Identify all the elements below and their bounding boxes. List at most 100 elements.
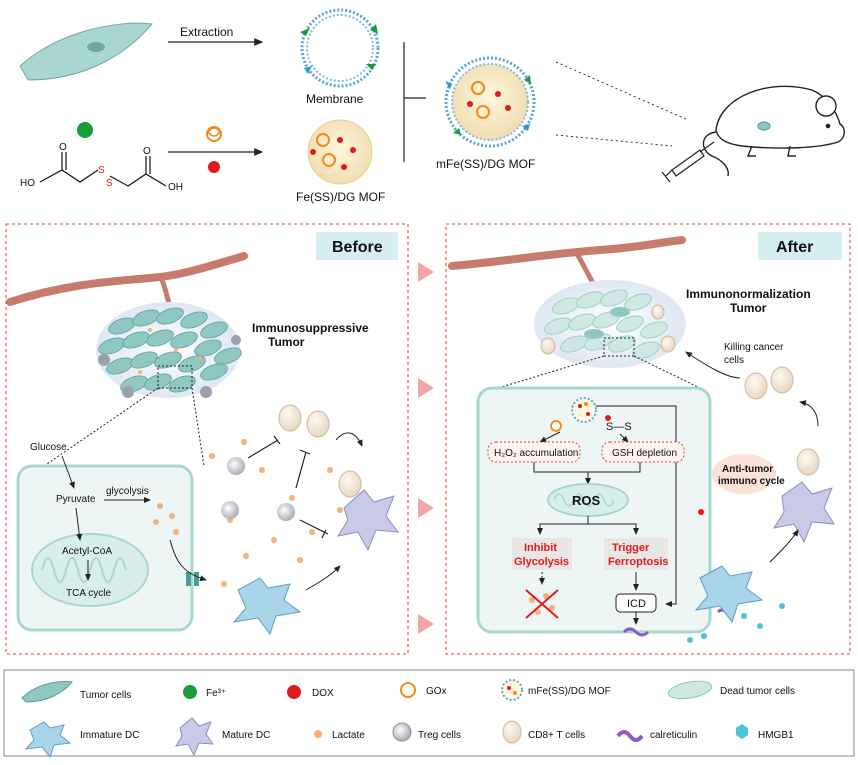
acid-ho: HO <box>20 178 35 189</box>
transition-arrows <box>418 262 434 634</box>
legend-gox: GOx <box>426 686 447 697</box>
after-cd8-cells <box>744 366 820 476</box>
acid-s1: S <box>98 165 105 176</box>
before-tumor-label-1: Immunosuppressive <box>252 321 369 335</box>
before-cycle-arrow <box>335 432 363 447</box>
legend-lactate-icon <box>314 730 322 738</box>
ros-to-trigger-arrow <box>588 523 639 535</box>
legend-cd8: CD8+ T cells <box>528 730 585 741</box>
after-panel: After <box>445 223 851 655</box>
source-tumor-cell <box>19 22 153 81</box>
before-tumor-mass <box>96 302 242 398</box>
acid-o1: O <box>59 142 67 153</box>
before-dc-maturation-arrow <box>305 565 341 591</box>
legend-gox-icon <box>400 682 416 698</box>
coated-mof-label: mFe(SS)/DG MOF <box>436 157 535 171</box>
before-inhibition-lines <box>247 435 329 539</box>
immuno-cycle-bubble <box>712 454 776 494</box>
acetyl-label: Acetyl-CoA <box>62 546 112 557</box>
after-tumor-mass <box>534 280 686 368</box>
coated-mof <box>444 56 536 148</box>
legend-dox: DOX <box>312 688 334 699</box>
legend-immature-dc: Immature DC <box>80 730 139 741</box>
mof-core-label: Fe(SS)/DG MOF <box>296 190 385 204</box>
legend-hmgb1-icon <box>736 724 748 739</box>
zoom-line-top <box>555 61 689 121</box>
trigger-box <box>604 538 668 570</box>
glucose-label: Glucose <box>30 442 67 453</box>
legend-tumor-cells: Tumor cells <box>80 690 131 701</box>
before-badge-bg <box>316 232 398 260</box>
disulfide-acid-structure <box>39 152 167 187</box>
before-blood-vessel <box>6 252 248 306</box>
after-hmgb1 <box>687 603 785 643</box>
zoom-line-bottom <box>555 134 673 147</box>
after-immature-dc <box>694 565 764 624</box>
cycle-label-2: immuno cycle <box>718 476 785 487</box>
mof-core <box>307 119 373 185</box>
legend-tumor-cells-icon <box>21 681 73 703</box>
glycolysis-label: glycolysis <box>106 486 149 497</box>
legend-fe-icon <box>183 685 197 699</box>
extraction-label: Extraction <box>180 25 233 39</box>
ros-mitochondria <box>547 483 629 517</box>
gox-reagent-icon <box>206 126 222 142</box>
before-mature-dc <box>336 489 400 552</box>
combine-bracket <box>403 42 426 162</box>
trigger-label-1: Trigger <box>612 542 650 554</box>
top-section: Extraction Membrane HO O S S O OH <box>19 8 845 204</box>
dox-to-icd-arrow <box>596 405 677 607</box>
legend-mature-dc: Mature DC <box>222 730 270 741</box>
acid-s2: S <box>106 178 113 189</box>
after-tumor-label-1: Immunonormalization <box>686 287 811 301</box>
fe-dox-dot-after <box>605 415 611 421</box>
before-panel: Before <box>5 223 409 655</box>
membrane-vesicle <box>300 8 380 88</box>
killing-label-2: cells <box>724 355 744 366</box>
inhibit-label-1: Inhibit <box>524 542 557 554</box>
ros-to-inhibit-arrow <box>537 516 589 535</box>
legend-hmgb1: HMGB1 <box>758 730 794 741</box>
acid-oh: OH <box>168 182 183 193</box>
after-zoom-line-l <box>497 355 605 389</box>
tca-label: TCA cycle <box>66 588 111 599</box>
legend-lactate: Lactate <box>332 730 365 741</box>
legend-calreticulin-icon <box>616 730 644 742</box>
legend-treg: Treg cells <box>418 730 461 741</box>
membrane-label: Membrane <box>306 92 364 106</box>
before-badge: Before <box>332 239 383 256</box>
after-badge-bg <box>758 232 842 260</box>
after-zoom-line-r <box>633 355 701 389</box>
legend-calreticulin: calreticulin <box>650 730 697 741</box>
after-mature-dc <box>772 481 835 544</box>
legend-cd8-icon <box>502 720 522 744</box>
legend-treg-icon <box>392 722 412 742</box>
legend-dead-cell-icon <box>667 680 713 700</box>
mof-particle-icon <box>571 397 597 423</box>
gox-icon-after <box>550 420 562 432</box>
pyruvate-down-arrow <box>75 507 83 541</box>
before-zoom-line-l <box>43 387 159 467</box>
legend-fe: Fe³⁺ <box>206 688 226 699</box>
dox-reagent <box>208 161 220 173</box>
lactate-export-arrow <box>169 539 207 582</box>
killing-label-1: Killing cancer <box>724 342 784 353</box>
acid-o2: O <box>143 146 151 157</box>
icd-label: ICD <box>627 598 646 610</box>
killing-arrow <box>685 351 741 379</box>
gsh-label: GSH depletion <box>612 448 677 459</box>
syringe-icon <box>661 141 715 183</box>
legend-mof-icon <box>501 679 523 701</box>
lactate-cluster-inside <box>153 503 179 535</box>
inhibit-label-2: Glycolysis <box>514 556 569 568</box>
after-blood-vessel <box>448 236 686 270</box>
ros-label: ROS <box>572 493 601 508</box>
legend-mature-dc-icon <box>175 717 215 757</box>
pyruvate-label: Pyruvate <box>56 494 96 505</box>
before-immature-dc <box>232 577 302 636</box>
before-cd8-cells <box>278 404 362 498</box>
before-zoom-line-r <box>191 387 205 467</box>
cycle-label-1: Anti-tumor <box>722 464 773 475</box>
